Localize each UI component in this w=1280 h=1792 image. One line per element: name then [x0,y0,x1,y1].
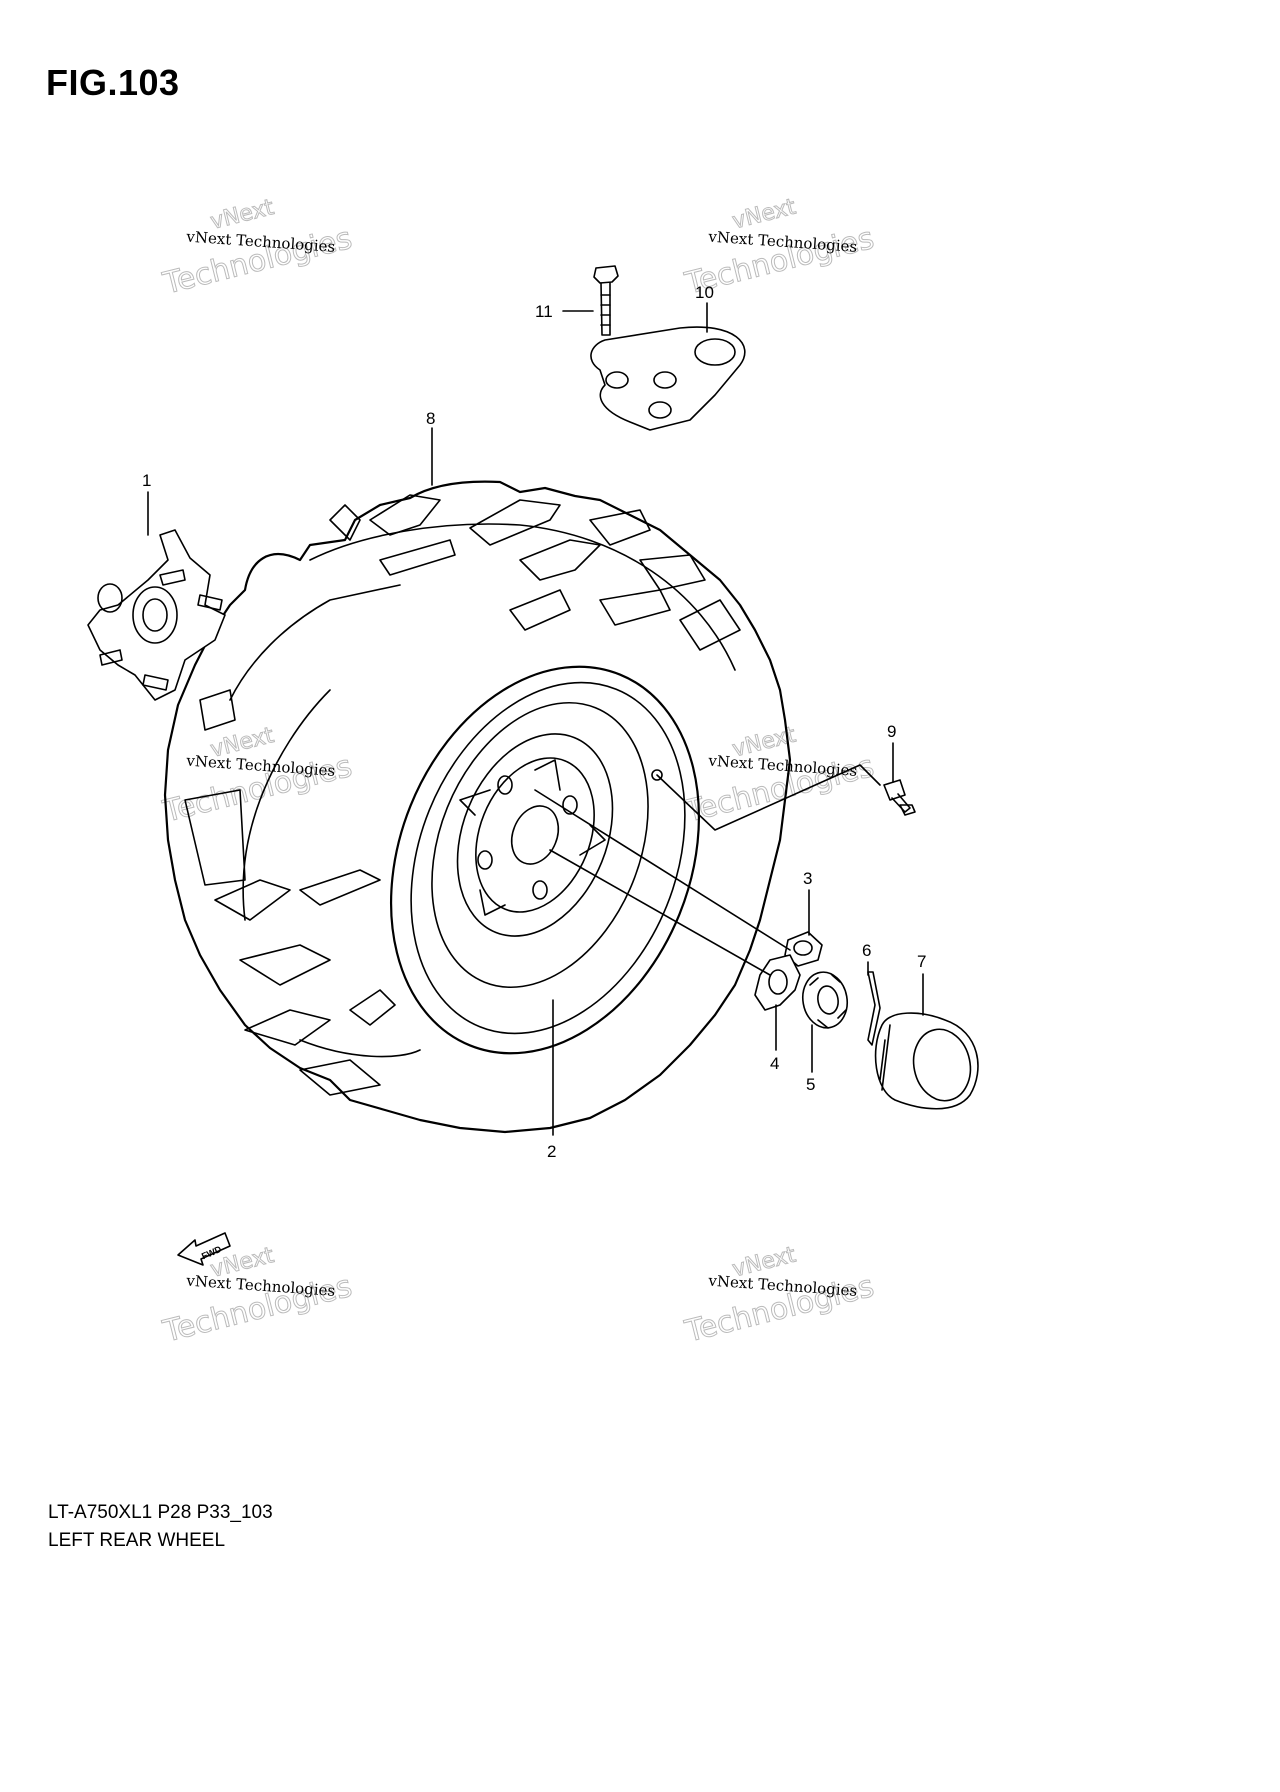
nut-part-3 [784,931,823,967]
bolt-part-11 [593,265,619,336]
svg-text:vNext: vNext [730,194,799,234]
callout-8: 8 [426,409,435,428]
callout-11: 11 [535,302,553,321]
rim-part-2 [389,665,701,1055]
figure-title: FIG.103 [46,62,180,103]
callout-5: 5 [806,1075,815,1094]
valve-part-9 [883,779,916,816]
callout-4: 4 [770,1054,779,1073]
callout-1: 1 [142,471,151,490]
bracket-part-10 [590,326,746,431]
castle-nut-part-5 [801,971,849,1029]
figure-description: LEFT REAR WHEEL [48,1530,226,1551]
model-code: LT-A750XL1 P28 P33_103 [48,1502,273,1523]
watermark-bottom-right: vNext Technologies vNext Technologies [681,1242,878,1350]
callout-6: 6 [862,941,871,960]
tire-part-8 [163,480,792,1134]
callout-3: 3 [803,869,812,888]
watermark-top-left: vNext Technologies vNext Technologies [159,194,356,302]
callout-7: 7 [917,952,926,971]
callout-2: 2 [547,1142,556,1161]
washer-part-4 [754,954,801,1011]
leader-lines [147,302,924,1136]
hub-part-1 [87,529,226,701]
watermark-mid-right: vNext Technologies vNext Technologies [681,722,878,830]
assembly-guide-lines [534,764,881,976]
callout-10: 10 [695,283,714,302]
callout-9: 9 [887,722,896,741]
cotter-pin-part-6 [867,971,881,1046]
hub-cap-part-7 [874,1012,979,1110]
